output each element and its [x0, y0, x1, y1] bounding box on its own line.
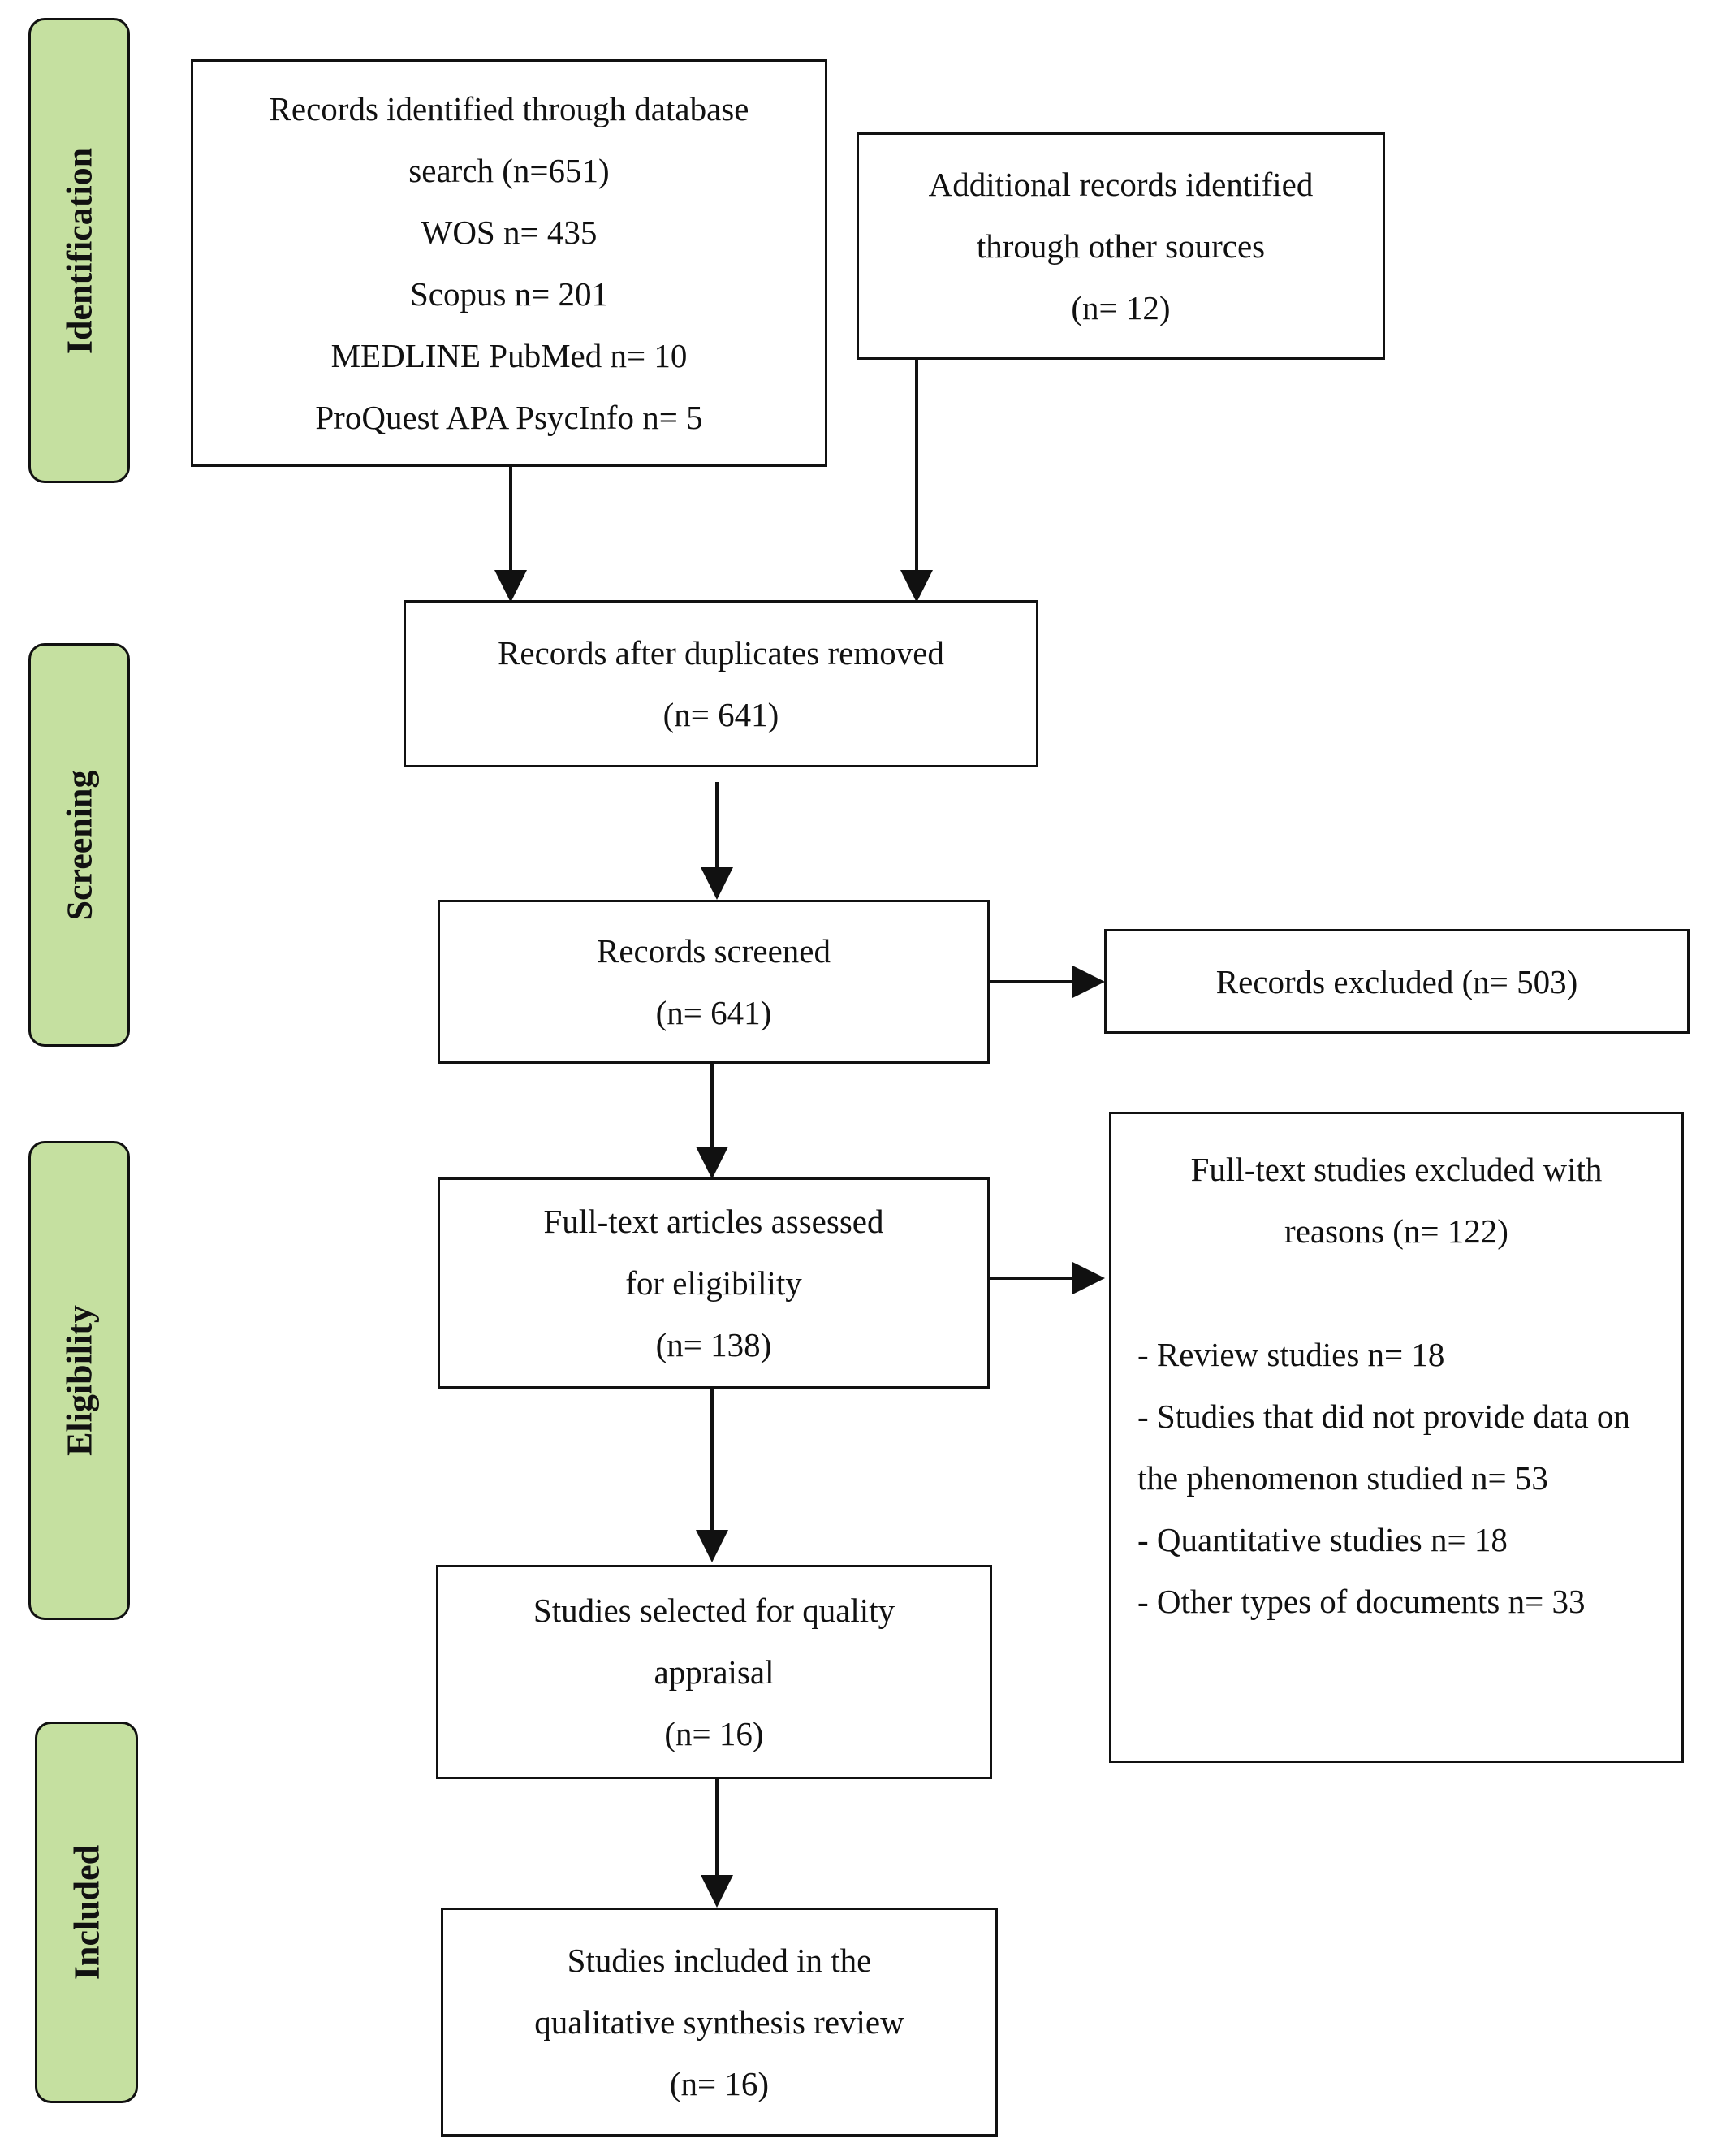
quality-line-1: Studies selected for quality: [533, 1592, 895, 1629]
box-studies-included: Studies included in the qualitative synt…: [441, 1908, 998, 2137]
identified-line-5: MEDLINE PubMed n= 10: [330, 337, 688, 374]
fulltext-excluded-line-2: reasons (n= 122): [1284, 1212, 1508, 1250]
box-fulltext-excluded: Full-text studies excluded with reasons …: [1109, 1112, 1684, 1763]
box-records-identified: Records identified through database sear…: [191, 59, 827, 467]
fulltext-line-3: (n= 138): [655, 1326, 772, 1363]
box-records-excluded: Records excluded (n= 503): [1104, 929, 1690, 1034]
box-records-screened: Records screened (n= 641): [438, 900, 990, 1064]
duplicates-line-2: (n= 641): [662, 696, 779, 733]
exclusion-reason: - Review studies n= 18: [1137, 1336, 1445, 1373]
box-duplicates-removed: Records after duplicates removed (n= 641…: [404, 600, 1038, 767]
exclusion-reason: - Other types of documents n= 33: [1137, 1583, 1586, 1620]
additional-line-3: (n= 12): [1071, 289, 1171, 326]
screened-line-1: Records screened: [596, 932, 831, 970]
included-line-2: qualitative synthesis review: [534, 2003, 904, 2041]
phase-eligibility: Eligibility: [28, 1141, 130, 1620]
exclusion-reason: - Quantitative studies n= 18: [1137, 1521, 1508, 1558]
included-line-3: (n= 16): [669, 2065, 770, 2102]
identified-line-3: WOS n= 435: [421, 214, 598, 251]
box-fulltext-assessed: Full-text articles assessed for eligibil…: [438, 1177, 990, 1389]
box-quality-appraisal: Studies selected for quality appraisal (…: [436, 1565, 992, 1779]
identified-line-6: ProQuest APA PsycInfo n= 5: [315, 399, 703, 436]
included-line-1: Studies included in the: [567, 1942, 872, 1979]
identified-line-2: search (n=651): [408, 152, 610, 189]
identified-line-1: Records identified through database: [269, 90, 749, 127]
fulltext-line-2: for eligibility: [625, 1264, 802, 1302]
quality-line-2: appraisal: [654, 1653, 775, 1691]
fulltext-excluded-line-1: Full-text studies excluded with: [1190, 1151, 1603, 1188]
screened-line-2: (n= 641): [655, 994, 772, 1031]
additional-line-2: through other sources: [976, 227, 1266, 265]
exclusion-reason: - Studies that did not provide data on t…: [1137, 1398, 1630, 1497]
phase-identification: Identification: [28, 18, 130, 483]
box-additional-records: Additional records identified through ot…: [857, 132, 1385, 360]
phase-included: Included: [35, 1722, 138, 2103]
excluded-line-1: Records excluded (n= 503): [1215, 962, 1578, 1000]
duplicates-line-1: Records after duplicates removed: [498, 634, 944, 672]
additional-line-1: Additional records identified: [928, 166, 1314, 203]
fulltext-line-1: Full-text articles assessed: [543, 1203, 884, 1240]
phase-screening: Screening: [28, 643, 130, 1047]
quality-line-3: (n= 16): [664, 1715, 764, 1752]
identified-line-4: Scopus n= 201: [409, 275, 609, 313]
